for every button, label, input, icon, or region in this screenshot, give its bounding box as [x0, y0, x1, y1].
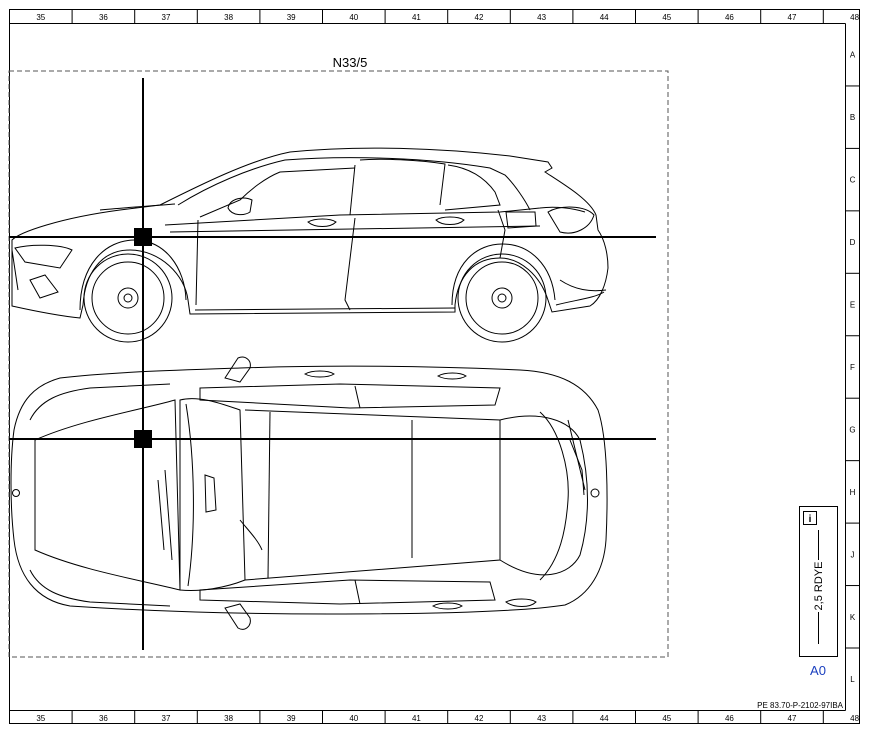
bottom-column-label: 43 — [537, 714, 546, 723]
position-crosshairs — [9, 78, 656, 650]
top-column-label: 40 — [349, 13, 358, 22]
row-label: F — [850, 363, 855, 372]
top-column-label: 48 — [850, 13, 859, 22]
row-label: G — [849, 425, 855, 434]
location-marker-side — [134, 228, 152, 246]
car-side-view — [11, 147, 609, 343]
top-column-label: 38 — [224, 13, 233, 22]
document-id: PE 83.70-P-2102-97IBA — [757, 701, 843, 710]
connector-code: A0 — [810, 663, 826, 678]
bottom-column-label: 42 — [475, 714, 484, 723]
top-column-label: 47 — [788, 13, 797, 22]
bottom-column-label: 38 — [224, 714, 233, 723]
bottom-column-label: 39 — [287, 714, 296, 723]
top-column-label: 46 — [725, 13, 734, 22]
column-ruler-bottom: 35 36 37 38 39 40 41 42 43 44 45 46 47 48 — [36, 710, 860, 724]
top-column-label: 39 — [287, 13, 296, 22]
top-column-label: 43 — [537, 13, 546, 22]
bottom-column-label: 35 — [36, 714, 45, 723]
info-icon[interactable] — [803, 511, 817, 525]
row-label: A — [850, 51, 856, 60]
bottom-column-label: 40 — [349, 714, 358, 723]
bottom-column-label: 44 — [600, 714, 609, 723]
top-column-label: 45 — [662, 13, 671, 22]
row-label: E — [850, 301, 855, 310]
bottom-column-label: 46 — [725, 714, 734, 723]
top-column-label: 44 — [600, 13, 609, 22]
column-ruler-top: 35 36 37 38 39 40 41 42 43 44 45 46 47 48 — [36, 9, 860, 24]
car-top-view — [10, 356, 608, 630]
top-column-label: 41 — [412, 13, 421, 22]
row-label: L — [850, 675, 855, 684]
row-label: B — [850, 113, 855, 122]
bottom-column-label: 36 — [99, 714, 108, 723]
row-label: J — [851, 550, 855, 559]
component-label: N33/5 — [333, 55, 368, 70]
bottom-column-label: 37 — [162, 714, 171, 723]
row-ruler-right: A B C D E F G H J K L — [845, 51, 860, 684]
top-column-label: 35 — [36, 13, 45, 22]
row-label: K — [850, 613, 856, 622]
wire-spec: 2,5 RDYE — [813, 562, 825, 611]
top-column-label: 42 — [475, 13, 484, 22]
component-boundary — [8, 70, 669, 658]
row-label: D — [850, 238, 856, 247]
row-label: H — [850, 488, 856, 497]
bottom-column-label: 47 — [788, 714, 797, 723]
bottom-column-label: 41 — [412, 714, 421, 723]
top-column-label: 36 — [99, 13, 108, 22]
info-icon-glyph: i — [809, 514, 812, 525]
top-column-label: 37 — [162, 13, 171, 22]
bottom-column-label: 48 — [850, 714, 859, 723]
location-marker-top — [134, 430, 152, 448]
drawing-frame — [9, 9, 860, 724]
bottom-column-label: 45 — [662, 714, 671, 723]
row-label: C — [850, 176, 856, 185]
wire-info-box: i 2,5 RDYE — [799, 506, 838, 657]
